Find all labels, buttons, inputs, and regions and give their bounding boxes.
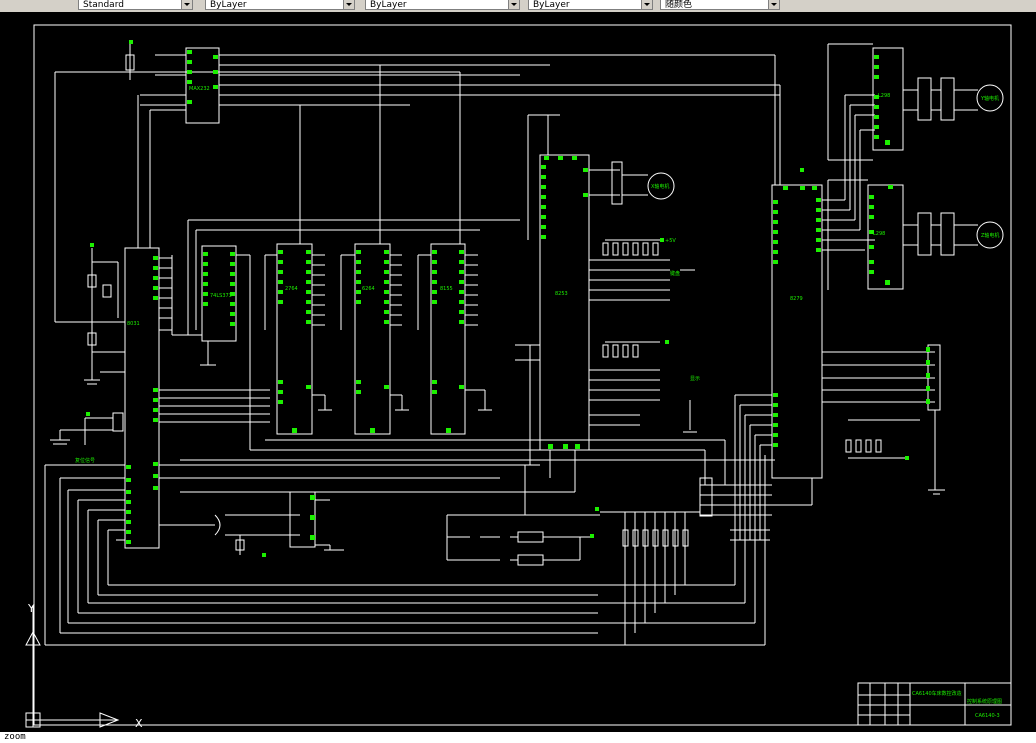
motor-y-symbol [976,84,1004,112]
color-value: ByLayer [210,0,247,10]
chip-label-8279: 8279 [790,296,803,302]
driver-top [872,47,904,151]
lineweight-value: ByLayer [533,0,570,10]
chevron-down-icon[interactable] [768,0,779,9]
chip-8279 [771,184,823,479]
chip-label-74ls373: 74LS373 [210,293,232,299]
title-block [857,682,1012,726]
linetype-value: ByLayer [370,0,407,10]
chip-6264 [354,243,391,435]
chevron-down-icon[interactable] [343,0,354,9]
color-dropdown[interactable]: ByLayer [205,0,355,10]
chip-label-2764: 2764 [285,286,298,292]
chip-74ls373 [201,245,237,342]
motor-x-label: X轴电机 [651,183,669,190]
motor-z-label: Z轴电机 [981,232,999,239]
chip-label-driver-top: L298 [878,93,890,99]
drawing-border [33,24,1012,726]
chip-label-6264: 6264 [362,286,375,292]
driver-bottom [867,184,904,290]
command-text: zoom [4,732,26,742]
layer-value: Standard [83,0,124,10]
title-block-title: CA6140车床数控改造 [912,690,962,697]
properties-toolbar: Standard ByLayer ByLayer ByLayer 随颜色 [0,0,1036,13]
chevron-down-icon[interactable] [508,0,519,9]
chip-2764 [276,243,313,435]
chevron-down-icon[interactable] [181,0,192,9]
schematic-drawing: MAX232 8031 74LS373 2764 6264 8155 8253 … [25,24,1012,730]
title-block-drawing-no: CA6140-3 [975,713,1000,719]
plotstyle-value: 随颜色 [665,0,693,10]
motor-y-label: Y轴电机 [980,95,999,102]
keyboard-label: 键盘 [670,270,680,277]
lineweight-dropdown[interactable]: ByLayer [528,0,653,10]
ucs-x-label: X [135,717,143,730]
motor-x-symbol [647,172,675,200]
title-block-subtitle: 控制系统原理图 [967,698,1002,705]
chip-label-8031: 8031 [127,321,140,327]
layer-dropdown[interactable]: Standard [78,0,193,10]
chip-8253 [539,154,590,451]
command-line[interactable]: zoom [0,732,1036,743]
drawing-canvas[interactable]: MAX232 8031 74LS373 2764 6264 8155 8253 … [0,12,1036,732]
chip-label-max232: MAX232 [189,86,210,92]
chip-label-8155: 8155 [440,286,453,292]
vcc-label: +5V [665,238,676,244]
motor-z-symbol [976,221,1004,249]
chevron-down-icon[interactable] [641,0,652,9]
chip-label-driver-bottom: L298 [873,231,885,237]
ucs-y-label: Y [27,602,35,615]
layer-states-icon[interactable] [62,0,76,10]
chip-label-8253: 8253 [555,291,568,297]
chip-8155 [430,243,466,435]
display-label: 显示 [690,376,700,382]
plotstyle-dropdown[interactable]: 随颜色 [660,0,780,10]
reset-signal-label: 复位信号 [75,457,95,464]
linetype-dropdown[interactable]: ByLayer [365,0,520,10]
